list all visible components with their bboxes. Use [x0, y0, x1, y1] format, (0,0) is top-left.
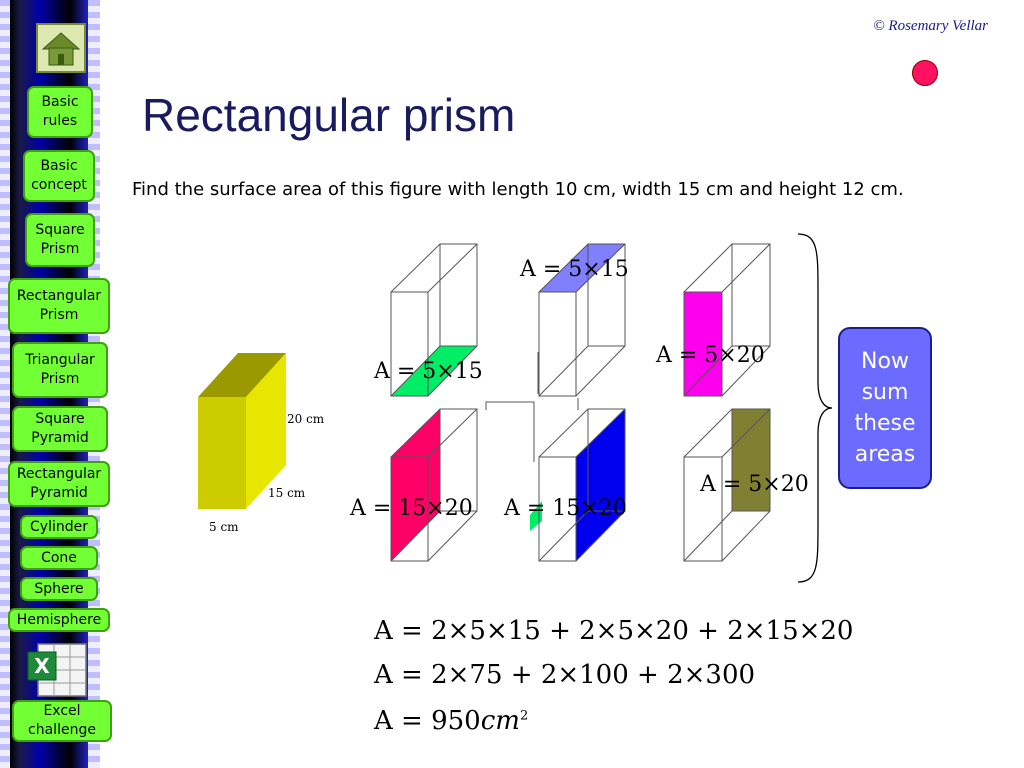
- copyright: © Rosemary Vellar: [873, 18, 988, 34]
- excel-icon[interactable]: X: [26, 640, 90, 700]
- nav-hemisphere[interactable]: Hemisphere: [8, 608, 110, 632]
- home-icon: [41, 32, 81, 66]
- nav-rectangular-pyramid[interactable]: Rectangular Pyramid: [8, 461, 110, 507]
- home-button[interactable]: [36, 23, 86, 73]
- connector-lines: [485, 352, 579, 462]
- question-text: Find the surface area of this figure wit…: [132, 179, 904, 200]
- now-sum-callout: Now sum these areas: [838, 327, 932, 489]
- svg-text:X: X: [34, 654, 50, 678]
- page-title: Rectangular prism: [142, 89, 516, 141]
- working-line-1: A = 2×5×15 + 2×5×20 + 2×15×20: [374, 616, 854, 646]
- nav-cone[interactable]: Cone: [20, 546, 98, 570]
- prism-front-face: [390, 408, 478, 562]
- prism-top-face: [538, 243, 626, 397]
- nav-cylinder[interactable]: Cylinder: [20, 515, 98, 539]
- prism-olive-face: [683, 408, 771, 562]
- nav-square-prism[interactable]: Square Prism: [25, 213, 95, 267]
- nav-square-pyramid[interactable]: Square Pyramid: [12, 406, 108, 452]
- nav-rectangular-prism[interactable]: Rectangular Prism: [8, 278, 110, 334]
- nav-triangular-prism[interactable]: Triangular Prism: [12, 342, 108, 398]
- yellow-prism: [198, 353, 286, 509]
- prism-side-face: [683, 243, 771, 397]
- area-front-blue: A = 15×20: [504, 496, 627, 521]
- nav-sphere[interactable]: Sphere: [20, 577, 98, 601]
- right-brace: [797, 233, 833, 583]
- area-top: A = 5×15: [520, 257, 629, 282]
- nav-basic-concept[interactable]: Basic concept: [23, 150, 95, 202]
- prism-back-face: [530, 408, 626, 562]
- working-unit: cm: [480, 706, 520, 736]
- depth-label: 15 cm: [268, 486, 306, 500]
- height-label: 20 cm: [287, 412, 325, 426]
- area-side-pink: A = 5×20: [656, 343, 765, 368]
- sidebar-gap: [100, 0, 118, 768]
- nav-basic-rules[interactable]: Basic rules: [27, 86, 93, 138]
- width-label: 5 cm: [209, 520, 239, 534]
- working-result: A = 950: [374, 706, 481, 736]
- working-line-2: A = 2×75 + 2×100 + 2×300: [374, 660, 756, 690]
- record-dot-button[interactable]: [912, 60, 938, 86]
- area-front-red: A = 15×20: [350, 496, 473, 521]
- area-bottom: A = 5×15: [374, 359, 483, 384]
- working-exponent: 2: [519, 708, 529, 724]
- prism-bottom-face: [390, 243, 478, 397]
- area-back-olive: A = 5×20: [700, 472, 809, 497]
- nav-excel-challenge[interactable]: Excel challenge: [12, 700, 112, 742]
- working-line-3: A = 950cm2: [374, 706, 528, 736]
